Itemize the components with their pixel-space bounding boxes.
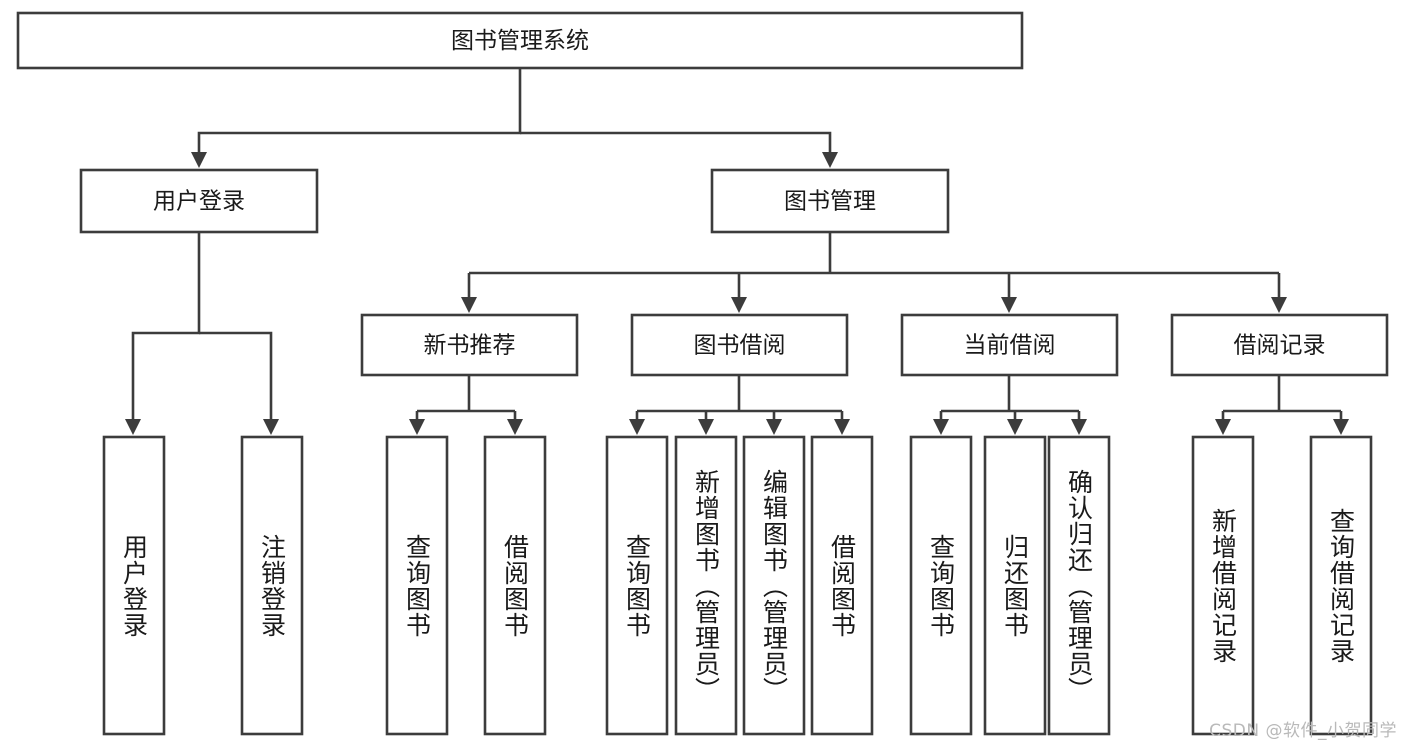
node-box-leaf-cur-return-book[interactable] xyxy=(983,435,1047,736)
node-box-leaf-cur-query-book[interactable] xyxy=(909,435,973,736)
node-box-leaf-rec-borrow-book[interactable] xyxy=(483,435,547,736)
arrow-head-icon xyxy=(191,152,207,168)
arrow-head-icon xyxy=(1071,419,1087,435)
node-box-book-manage[interactable] xyxy=(710,168,950,234)
node-boxes-layer xyxy=(16,11,1389,736)
arrow-head-icon xyxy=(933,419,949,435)
arrow-head-icon xyxy=(1271,297,1287,313)
node-box-leaf-rec-query-book[interactable] xyxy=(385,435,449,736)
arrow-head-icon xyxy=(1333,419,1349,435)
node-box-leaf-borrow-add-book[interactable] xyxy=(674,435,738,736)
arrow-head-icon xyxy=(1215,419,1231,435)
node-box-leaf-borrow-query-book[interactable] xyxy=(605,435,669,736)
arrow-head-icon xyxy=(1007,419,1023,435)
arrowheads-layer xyxy=(125,152,1349,435)
node-box-leaf-user-logout[interactable] xyxy=(240,435,304,736)
node-box-user-login[interactable] xyxy=(79,168,319,234)
arrow-head-icon xyxy=(507,419,523,435)
node-label-borrow-record: 借阅记录 xyxy=(1234,333,1326,359)
node-label-current-borrow: 当前借阅 xyxy=(964,333,1056,359)
arrow-head-icon xyxy=(731,297,747,313)
arrow-head-icon xyxy=(629,419,645,435)
arrow-head-icon xyxy=(125,419,141,435)
arrow-head-icon xyxy=(263,419,279,435)
arrow-head-icon xyxy=(834,419,850,435)
arrow-head-icon xyxy=(461,297,477,313)
node-box-leaf-borrow-edit-book[interactable] xyxy=(742,435,806,736)
node-label-root: 图书管理系统 xyxy=(451,28,589,54)
node-box-borrow-record[interactable] xyxy=(1170,313,1389,377)
arrow-head-icon xyxy=(1001,297,1017,313)
connector-line xyxy=(131,232,201,423)
node-box-leaf-cur-confirm-return[interactable] xyxy=(1047,435,1111,736)
node-box-leaf-rec-query-record[interactable] xyxy=(1309,435,1373,736)
node-box-leaf-rec-add-record[interactable] xyxy=(1191,435,1255,736)
node-box-leaf-user-login[interactable] xyxy=(102,435,166,736)
node-box-new-book-rec[interactable] xyxy=(360,313,579,377)
arrow-head-icon xyxy=(409,419,425,435)
node-box-current-borrow[interactable] xyxy=(900,313,1119,377)
node-label-user-login: 用户登录 xyxy=(153,189,245,215)
watermark-text: CSDN @软件_小贺同学 xyxy=(1209,721,1397,741)
connector-line xyxy=(199,331,273,423)
node-box-leaf-borrow-borrow-book[interactable] xyxy=(810,435,874,736)
node-box-root[interactable] xyxy=(16,11,1024,70)
node-label-book-borrow: 图书借阅 xyxy=(694,333,786,359)
connector-line xyxy=(520,131,832,156)
arrow-head-icon xyxy=(698,419,714,435)
node-label-new-book-rec: 新书推荐 xyxy=(424,333,516,359)
node-box-book-borrow[interactable] xyxy=(630,313,849,377)
arrow-head-icon xyxy=(822,152,838,168)
node-label-book-manage: 图书管理 xyxy=(784,189,876,215)
connector-line xyxy=(197,68,522,156)
arrow-head-icon xyxy=(766,419,782,435)
